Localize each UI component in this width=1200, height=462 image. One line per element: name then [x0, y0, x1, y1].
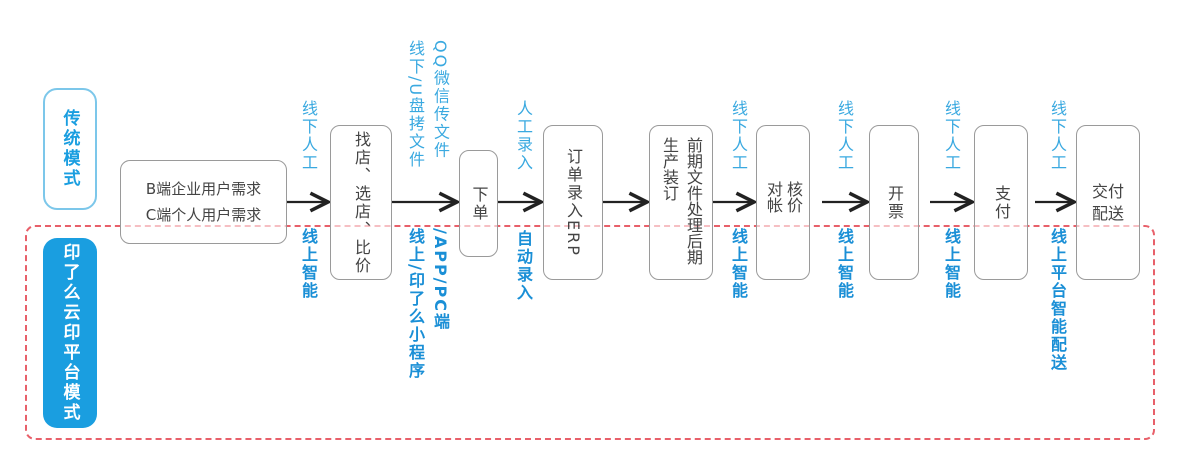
- platform-mode-label: 印了么云印平台模式: [43, 238, 97, 428]
- label-offline: 人工录入: [514, 100, 533, 172]
- order-text: 下单: [469, 185, 489, 222]
- label-online: 线上智能: [942, 228, 961, 300]
- label-online: /APP/PC端: [431, 228, 450, 331]
- production-text: 前期文件处理后期生产装订: [660, 136, 703, 265]
- invoice-box: 开票: [869, 125, 919, 280]
- label-online: 线上智能: [835, 228, 854, 300]
- production-box: 前期文件处理后期生产装订: [649, 125, 713, 280]
- invoice-text: 开票: [885, 184, 904, 221]
- payment-box: 支付: [974, 125, 1028, 280]
- reconcile-box: 核价对帐: [756, 125, 810, 280]
- delivery-box: 交付 配送: [1076, 125, 1140, 280]
- erp-box: 订单录入ERP: [543, 125, 603, 280]
- delivery-line: 配送: [1091, 203, 1124, 223]
- b-demand: B端企业用户需求: [145, 180, 262, 198]
- label-offline: 线下/U盘拷文件: [406, 40, 425, 170]
- erp-text: 订单录入ERP: [564, 148, 583, 257]
- label-offline: 线下人工: [729, 100, 748, 172]
- label-online: 线上智能: [299, 228, 318, 300]
- label-offline: 线下人工: [1048, 100, 1067, 172]
- label-offline: QQ微信传文件: [431, 40, 450, 160]
- order-box: 下单: [459, 150, 498, 257]
- find-store-box: 找店、选店、比价: [330, 125, 392, 280]
- label-online: 线上智能: [729, 228, 748, 300]
- label-online: 线上平台智能配送: [1048, 228, 1067, 372]
- label-online: 自动录入: [514, 230, 533, 302]
- delivery-line: 交付: [1091, 181, 1124, 201]
- label-offline: 线下人工: [299, 100, 318, 172]
- label-offline: 线下人工: [942, 100, 961, 172]
- c-demand: C端个人用户需求: [145, 206, 262, 224]
- find-store-text: 找店、选店、比价: [352, 130, 371, 275]
- traditional-mode-label: 传统模式: [43, 88, 97, 210]
- label-offline: 线下人工: [835, 100, 854, 172]
- reconcile-text: 核价对帐: [764, 180, 803, 213]
- payment-text: 支付: [992, 184, 1011, 221]
- user-demand-box: B端企业用户需求 C端个人用户需求: [120, 160, 287, 244]
- label-online: 线上/印了么小程序: [406, 228, 425, 380]
